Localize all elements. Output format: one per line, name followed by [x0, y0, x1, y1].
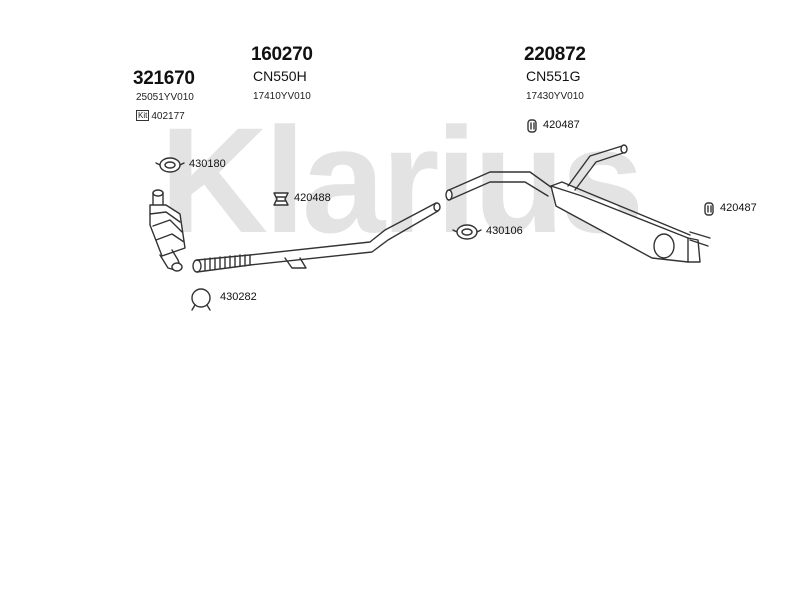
kit-badge: Kit	[136, 110, 150, 121]
brand-watermark: Klarius	[160, 96, 641, 264]
accessory-label: 430180	[189, 158, 226, 170]
ref-code-rear: CN551G	[526, 68, 581, 84]
part-number-centre: 160270	[251, 44, 313, 65]
hanger-rubber-icon	[704, 202, 714, 216]
accessory-label: 420487	[543, 119, 580, 131]
accessory-label: 420487	[720, 202, 757, 214]
oem-number-catalyst: 25051YV010	[136, 92, 194, 103]
accessory-label: 430282	[220, 291, 257, 303]
part-number-rear: 220872	[524, 44, 586, 65]
rubber-mount-icon	[273, 192, 289, 206]
accessory-label: 430106	[486, 225, 523, 237]
accessory-label: 420488	[294, 192, 331, 204]
band-clamp-icon	[191, 288, 211, 311]
ref-code-centre: CN550H	[253, 68, 307, 84]
rear-silencer[interactable]	[445, 144, 711, 263]
clamp-ring-icon	[452, 224, 482, 240]
hanger-rubber-icon	[527, 119, 537, 133]
oem-number-rear: 17430YV010	[526, 91, 584, 102]
kit-number: 402177	[151, 111, 185, 122]
part-number-catalyst: 321670	[133, 68, 195, 89]
centre-pipe[interactable]	[192, 202, 441, 273]
oem-number-centre: 17410YV010	[253, 91, 311, 102]
catalytic-converter[interactable]	[149, 189, 186, 272]
clamp-ring-icon	[155, 157, 185, 173]
